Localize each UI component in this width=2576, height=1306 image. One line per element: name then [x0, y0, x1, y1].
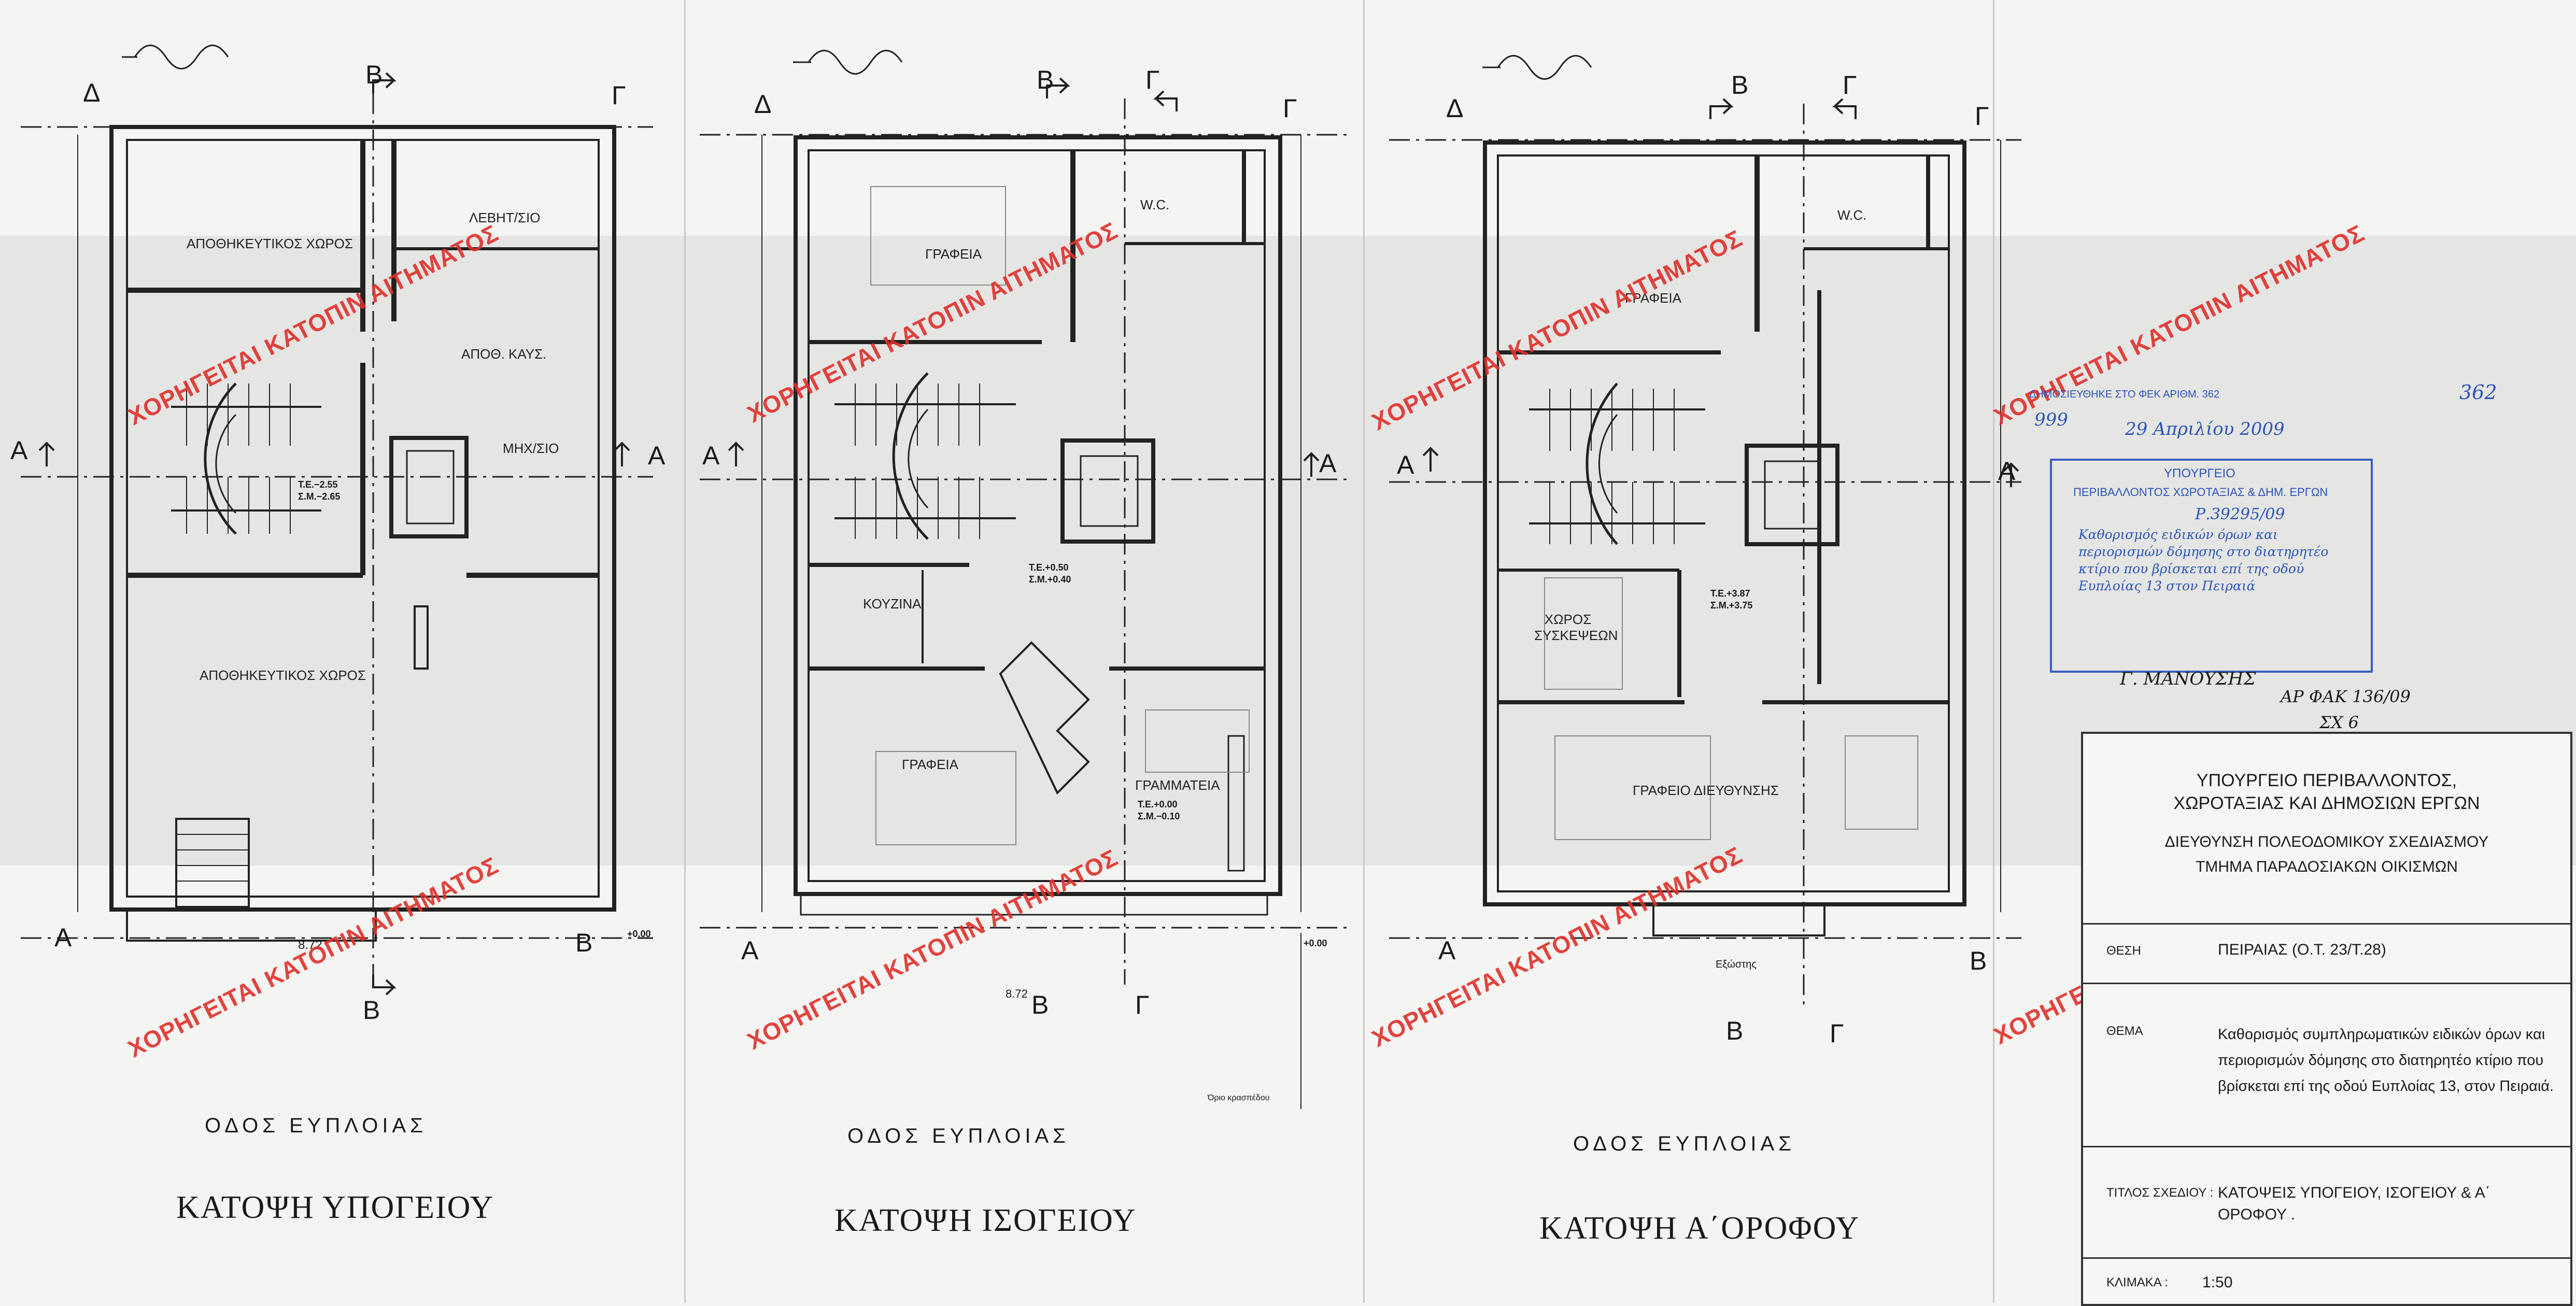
section-label-beta: Β: [363, 996, 380, 1025]
fold-line: [684, 0, 686, 1303]
scale-label: ΚΛΙΜΑΚΑ :: [2106, 1275, 2168, 1289]
room-label: ΛΕΒΗΤ/ΣΙΟ: [469, 210, 541, 225]
level-mark: Τ.Ε.+3.87: [1710, 588, 1750, 599]
street-name: ΟΔΟΣ ΕΥΠΛΟΙΑΣ: [847, 1125, 1070, 1147]
fold-line: [1363, 0, 1365, 1303]
department-name: ΤΜΗΜΑ ΠΑΡΑΔΟΣΙΑΚΩΝ ΟΙΚΙΣΜΩΝ: [2196, 858, 2458, 875]
fold-line: [1993, 0, 1994, 1303]
subject-label: ΘΕΜΑ: [2106, 1024, 2143, 1038]
plan-title: ΚΑΤΟΨΗ ΙΣΟΓΕΙΟΥ: [834, 1203, 1137, 1238]
section-label-alpha: Α: [10, 436, 28, 465]
section-label-alpha: Α: [1319, 449, 1337, 478]
room-label: ΓΡΑΜΜΑΤΕΙΑ: [1135, 777, 1220, 793]
publication-number: 362: [2459, 381, 2497, 404]
room-label: W.C.: [1140, 197, 1170, 212]
level-mark: Σ.Μ.+3.75: [1710, 600, 1753, 611]
balcony-label: Εξώστης: [1716, 959, 1757, 970]
street-name: ΟΔΟΣ ΕΥΠΛΟΙΑΣ: [1573, 1132, 1795, 1155]
section-label-gamma: Γ: [1135, 990, 1150, 1019]
section-label-alpha: Α: [702, 441, 720, 470]
section-label-beta: Β: [365, 60, 383, 89]
publication-stamp: ΔΗΜΟΣΙΕΥΘΗΚΕ ΣΤΟ ΦΕΚ ΑΡΙΘΜ. 362: [2029, 389, 2220, 400]
ministry-name: ΥΠΟΥΡΓΕΙΟ ΠΕΡΙΒΑΛΛΟΝΤΟΣ, ΧΩΡΟΤΑΞΙΑΣ ΚΑΙ …: [2173, 771, 2480, 813]
section-label-gamma: Γ: [612, 81, 626, 110]
level-mark: +0.00: [627, 929, 651, 939]
level-mark: Τ.Ε.+0.50: [1029, 562, 1069, 573]
curb-note: Όριο κρασπέδου: [1208, 1094, 1270, 1102]
location-value: ΠΕΙΡΑΙΑΣ (Ο.Τ. 23/Τ.28): [2218, 941, 2386, 958]
level-mark: Σ.Μ.−2.65: [298, 491, 341, 502]
section-label-delta: Δ: [83, 78, 101, 107]
section-label-alpha: Α: [54, 923, 72, 952]
level-mark: Σ.Μ.+0.40: [1029, 574, 1071, 585]
divider: [2083, 983, 2570, 984]
drawing-title-label: ΤΙΤΛΟΣ ΣΧΕΔΙΟΥ :: [2106, 1186, 2214, 1200]
level-mark: Τ.Ε.+0.00: [1138, 799, 1178, 810]
stamp-handwriting: Καθορισμός ειδικών όρων και περιορισμών …: [2078, 527, 2329, 593]
level-mark: +0.00: [1304, 938, 1327, 948]
divider: [2083, 923, 2570, 925]
level-mark: Τ.Ε.−2.55: [298, 479, 338, 490]
section-label-gamma: Γ: [1283, 94, 1297, 123]
section-label-gamma: Γ: [1830, 1019, 1844, 1048]
room-label: ΚΟΥΖΙΝΑ: [863, 596, 922, 612]
section-label-alpha: Α: [1998, 457, 2016, 486]
publication-year: 999: [2034, 409, 2068, 430]
dimension: 8.72: [1006, 987, 1028, 1000]
section-label-beta: Β: [1037, 65, 1054, 94]
section-label-gamma: Γ: [1975, 102, 1989, 131]
section-label-beta: Β: [1970, 946, 1987, 975]
stamp-line: ΥΠΟΥΡΓΕΙΟ: [2164, 466, 2235, 480]
section-label-delta: Δ: [1446, 94, 1464, 123]
subject-value: Καθορισμός συμπληρωματικών ειδικών όρων …: [2218, 1026, 2554, 1095]
room-label: ΧΩΡΟΣ ΣΥΣΚΕΨΕΩΝ: [1534, 612, 1618, 643]
stamp-line: ΠΕΡΙΒΑΛΛΟΝΤΟΣ ΧΩΡΟΤΑΞΙΑΣ & ΔΗΜ. ΕΡΓΩΝ: [2073, 486, 2328, 499]
room-label: ΓΡΑΦΕΙΑ: [902, 757, 958, 772]
section-label-delta: Δ: [754, 90, 772, 119]
room-label: ΓΡΑΦΕΙΑ: [925, 246, 982, 262]
section-label-alpha: Α: [1397, 450, 1414, 479]
room-label: ΜΗΧ/ΣΙΟ: [503, 441, 559, 456]
section-label-alpha: Α: [1438, 936, 1456, 965]
section-label-alpha: Α: [741, 936, 759, 965]
scale-value: 1:50: [2202, 1274, 2233, 1291]
basement-plan: [21, 45, 653, 996]
section-label-gamma: Γ: [1843, 70, 1857, 100]
file-reference: ΑΡ ΦΑΚ 136/09: [2281, 687, 2411, 706]
directorate-name: ΔΙΕΥΘΥΝΣΗ ΠΟΛΕΟΔΟΜΙΚΟΥ ΣΧΕΔΙΑΣΜΟΥ: [2164, 833, 2489, 850]
room-label: ΑΠΟΘΗΚΕΥΤΙΚΟΣ ΧΩΡΟΣ: [187, 236, 353, 251]
section-label-alpha: Α: [648, 441, 666, 470]
room-label: ΓΡΑΦΕΙΟ ΔΙΕΥΘΥΝΣΗΣ: [1633, 783, 1779, 798]
dimension: 8.72: [298, 938, 322, 952]
plan-title: ΚΑΤΟΨΗ Α΄ΟΡΟΦΟΥ: [1539, 1211, 1860, 1246]
level-mark: Σ.Μ.−0.10: [1138, 811, 1180, 821]
publication-date: 29 Απριλίου 2009: [2125, 419, 2285, 439]
room-label: ΓΡΑΦΕΙΑ: [1625, 290, 1681, 306]
section-label-beta: Β: [1031, 990, 1049, 1019]
title-block: ΥΠΟΥΡΓΕΙΟ ΠΕΡΙΒΑΛΛΟΝΤΟΣ, ΧΩΡΟΤΑΞΙΑΣ ΚΑΙ …: [2081, 732, 2572, 1306]
plan-title: ΚΑΤΟΨΗ ΥΠΟΓΕΙΟΥ: [176, 1190, 494, 1225]
sheet-number: ΣΧ 6: [2319, 713, 2359, 732]
section-label-beta: Β: [1731, 70, 1749, 100]
street-name: ΟΔΟΣ ΕΥΠΛΟΙΑΣ: [205, 1114, 427, 1137]
section-label-gamma: Γ: [1145, 65, 1160, 94]
location-label: ΘΕΣΗ: [2106, 944, 2141, 958]
drawing-title-value: ΚΑΤΟΨΕΙΣ ΥΠΟΓΕΙΟΥ, ΙΣΟΓΕΙΟΥ & Α΄ ΟΡΟΦΟΥ …: [2218, 1184, 2490, 1223]
divider: [2083, 1146, 2570, 1147]
ground-floor-plan: [700, 50, 1348, 1109]
ministry-stamp: [2050, 459, 2373, 673]
signature: Γ. ΜΑΝΟΥΣΗΣ: [2120, 669, 2256, 689]
room-label: ΑΠΟΘ. ΚΑΥΣ.: [461, 346, 547, 362]
section-label-beta: Β: [575, 928, 593, 957]
room-label: W.C.: [1837, 207, 1867, 223]
first-floor-plan: [1389, 55, 2021, 1011]
stamp-protocol: Ρ.39295/09: [2195, 505, 2285, 523]
room-label: ΑΠΟΘΗΚΕΥΤΙΚΟΣ ΧΩΡΟΣ: [200, 668, 366, 683]
section-label-beta: Β: [1726, 1016, 1744, 1045]
divider: [2083, 1257, 2570, 1259]
